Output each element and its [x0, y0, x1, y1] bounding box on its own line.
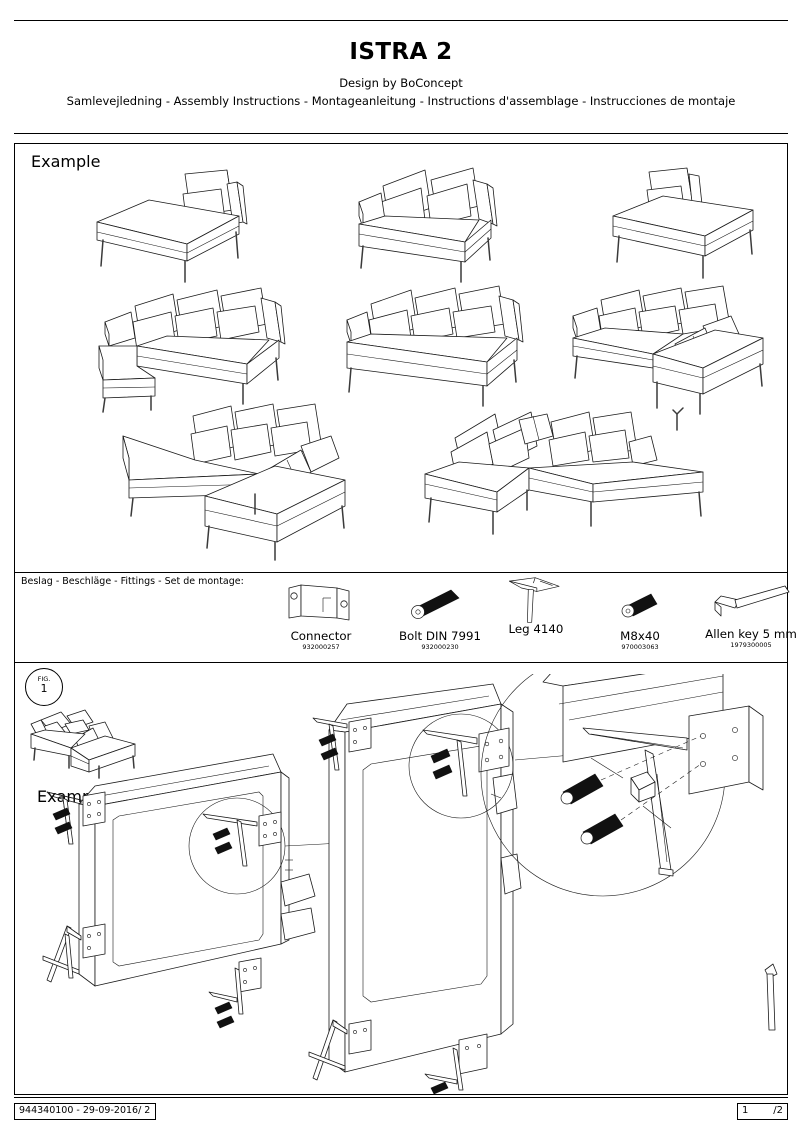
leg-bracket-top-right-detail [188, 797, 362, 895]
fitting-name: Connector [290, 629, 352, 643]
designer-credit: Design by BoConcept [339, 76, 463, 90]
center-module-upturned [308, 683, 584, 1095]
fitting-name: Bolt DIN 7991 [398, 629, 482, 643]
fitting-number: 932000230 [421, 643, 459, 651]
page-current: 1 [742, 1105, 749, 1116]
fitting-allen-key: Allen key 5 mm 1979300005 [681, 578, 802, 650]
fitting-number: 970003063 [621, 643, 659, 651]
figure-badge: FIG. 1 [25, 668, 63, 706]
leg-bracket-bottom-left [42, 923, 106, 983]
fitting-name: Leg 4140 [508, 622, 564, 636]
footer-divider [14, 1097, 788, 1098]
sofa-chaise-left-three-seat [97, 284, 297, 414]
fitting-m8x40: M8x40 970003063 [585, 582, 695, 652]
figure-reference-thumbnail [27, 704, 147, 788]
left-module-upturned [42, 753, 362, 1029]
allen-key-icon [714, 585, 790, 617]
leg-bracket-top-left [46, 791, 106, 845]
center-bracket-bottom-left [308, 1019, 372, 1081]
document-id: 944340100 - 29-09-2016/ 2 [14, 1103, 157, 1120]
fitting-number: 1979300005 [730, 641, 772, 649]
header-divider [14, 133, 788, 134]
bolt-icon [411, 589, 460, 619]
figure-badge-word: FIG. [37, 675, 51, 683]
sofa-armless-module [605, 166, 785, 286]
fitting-name: Allen key 5 mm [705, 627, 797, 641]
fittings-label: Beslag - Beschläge - Fittings - Set de m… [21, 576, 244, 587]
sofa-three-seat [345, 284, 535, 409]
center-bracket-top-right-callout [408, 713, 584, 819]
center-bracket-bottom-right [424, 1033, 488, 1095]
leg-icon [509, 577, 560, 623]
sofa-two-seat [355, 164, 515, 284]
sofa-armless-corner-chaise-right [423, 406, 713, 546]
figure-badge-number: 1 [40, 682, 48, 695]
figure-leg-assembly-drawing [23, 639, 789, 1098]
top-divider [14, 20, 788, 21]
sofa-large-corner-chaise-left [115, 402, 365, 562]
fitting-connector: Connector 932000257 [261, 582, 381, 652]
example-label: Example [31, 152, 101, 171]
language-subtitle: Samlevejledning - Assembly Instructions … [66, 94, 736, 108]
connector-icon [288, 584, 350, 621]
fittings-list: Connector 932000257 Bolt DIN 7991 932000… [253, 576, 797, 662]
instruction-frame: Example [14, 143, 797, 1098]
loose-leg [764, 963, 778, 1031]
fitting-bolt-din-7991: Bolt DIN 7991 932000230 [375, 582, 505, 652]
page-indicator: 1 /2 [737, 1103, 788, 1120]
screw-icon [621, 593, 658, 618]
fitting-number: 932000257 [302, 643, 340, 651]
leg-bracket-bottom-right [208, 957, 262, 1029]
sofa-single-module-left-arm [87, 166, 267, 286]
page-total: /2 [773, 1105, 783, 1116]
fittings-divider [15, 572, 787, 573]
fitting-name: M8x40 [620, 629, 660, 643]
figure-divider [15, 662, 787, 663]
fitting-leg-4140: Leg 4140 [471, 576, 601, 636]
page-title: ISTRA 2 [349, 39, 453, 65]
center-bracket-top-left [312, 717, 372, 771]
leg-bracket-detail-callout [480, 639, 764, 897]
sofa-chaise-right-corner [563, 282, 793, 417]
example-configurations-grid [15, 144, 789, 572]
